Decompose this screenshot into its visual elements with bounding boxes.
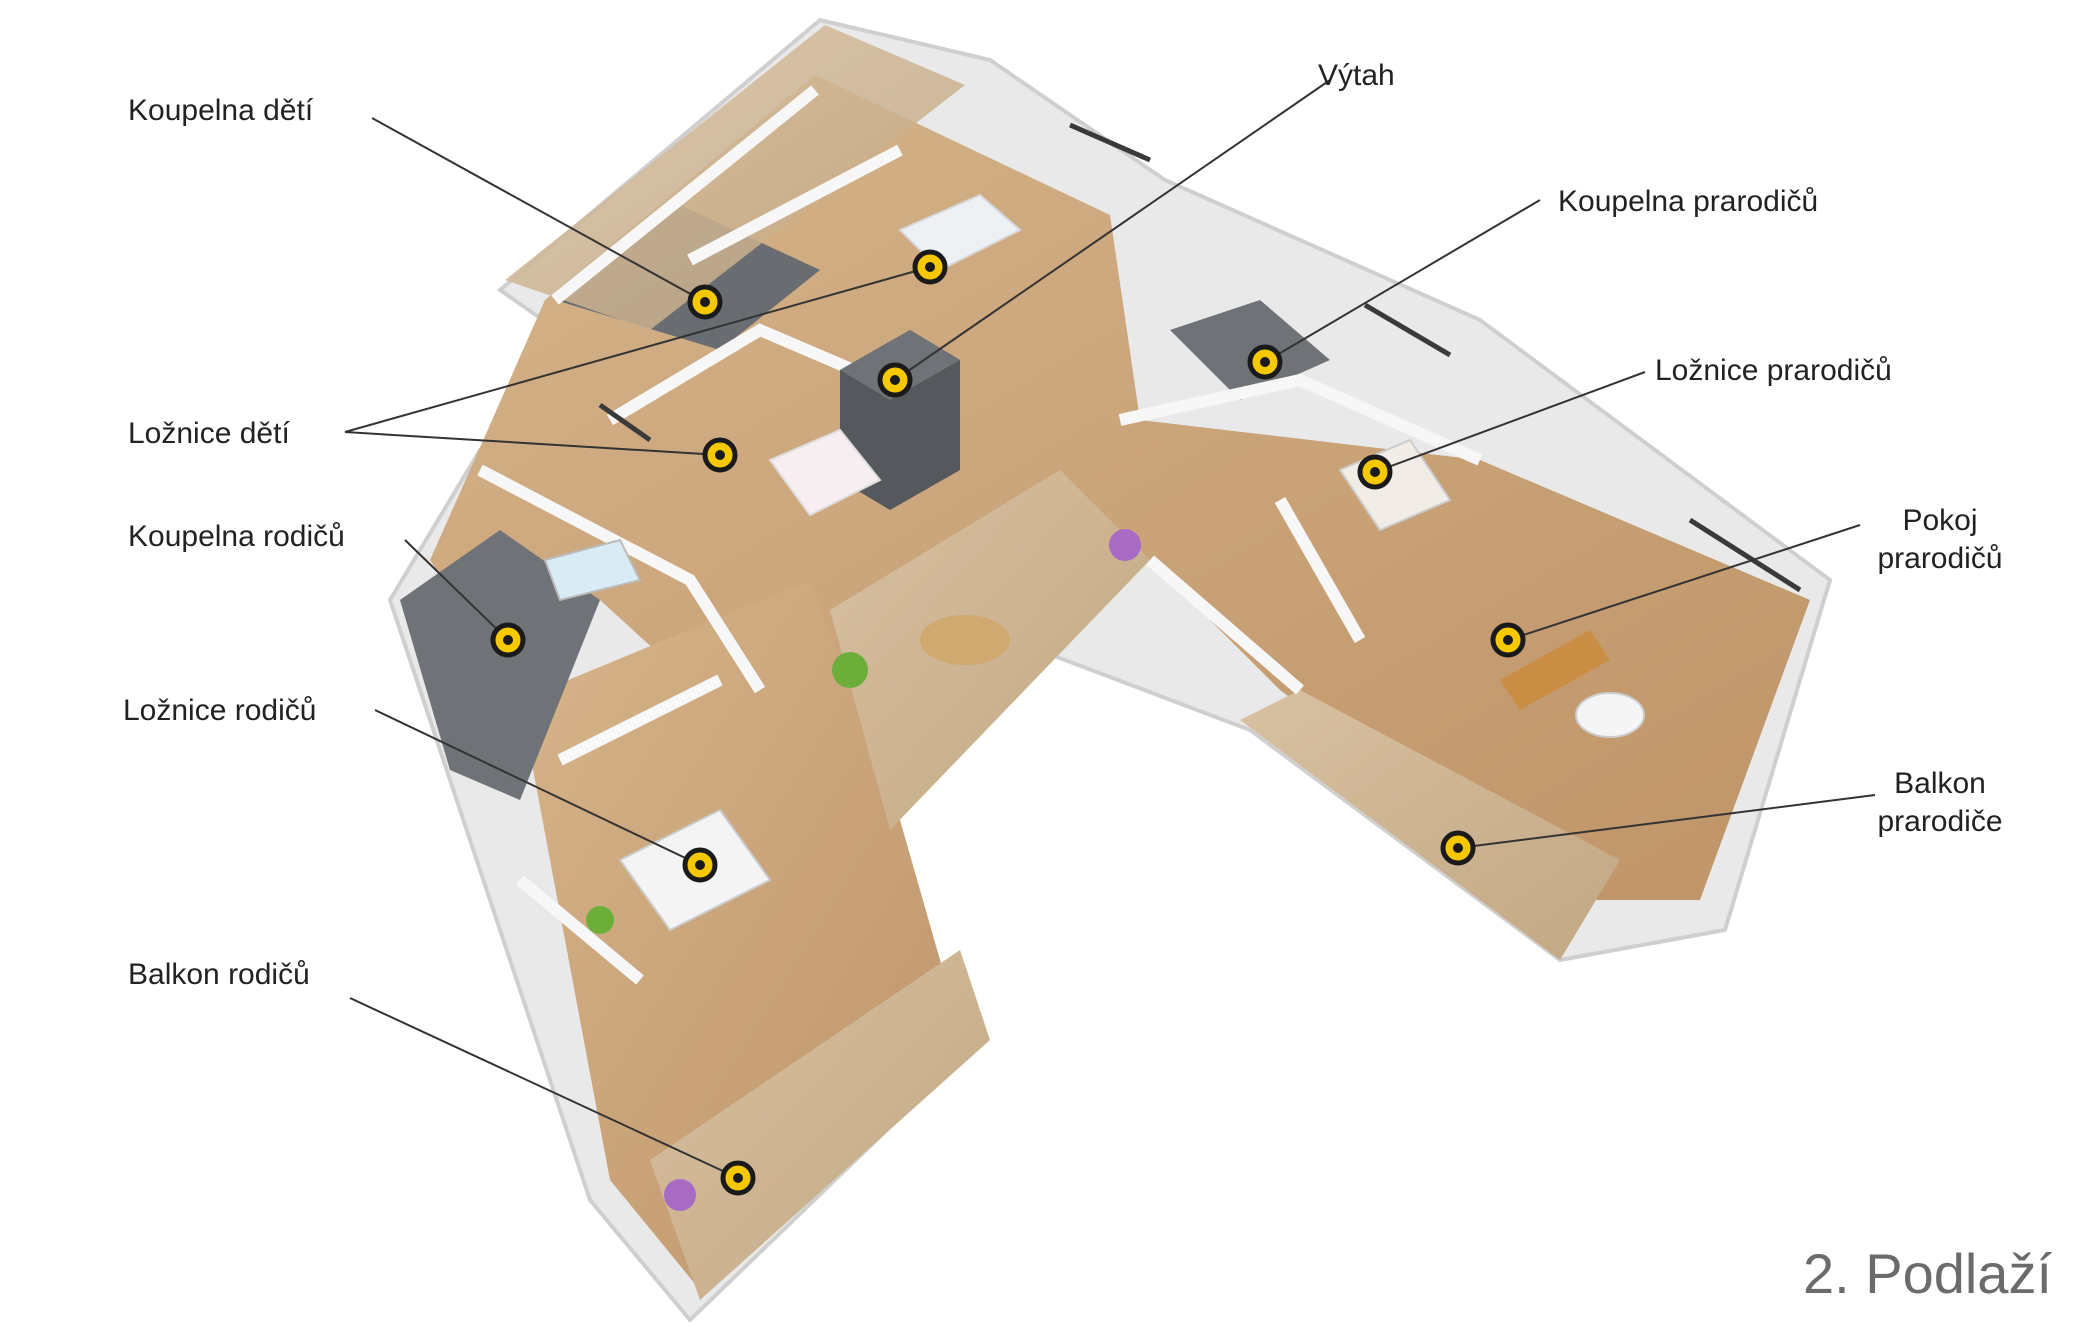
label-koupelna-deti: Koupelna dětí (128, 94, 314, 127)
label-balkon-rodicu: Balkon rodičů (128, 958, 310, 991)
label-koupelna-prarodicu: Koupelna prarodičů (1558, 185, 1819, 218)
room-markers (490, 249, 1526, 1196)
leader-koupelna-prarodicu (1264, 199, 1541, 363)
leader-vytah (894, 79, 1331, 381)
marker-koupelna-rodicu (490, 622, 526, 658)
balkon-prarodice-deck (1240, 690, 1620, 960)
floor-title: 2. Podlaží (1802, 1242, 2052, 1305)
label-vytah: Výtah (1318, 59, 1395, 92)
bathtub-rodicu (543, 538, 642, 602)
plant-4 (586, 906, 614, 934)
marker-balkon-prarodice (1440, 830, 1476, 866)
label-balkon-prarodice-line1: Balkon (1894, 767, 1986, 800)
leader-loznice-rodicu (374, 709, 701, 866)
leader-balkon-prarodice (1457, 794, 1876, 849)
label-loznice-deti: Ložnice dětí (128, 417, 290, 450)
table-prarodicu (1575, 692, 1645, 738)
marker-pokoj-prarodicu (1490, 622, 1526, 658)
label-koupelna-rodicu: Koupelna rodičů (128, 520, 345, 553)
marker-koupelna-prarodicu (1247, 344, 1283, 380)
label-pokoj-prarodicu: Pokoj prarodičů (1860, 502, 2020, 578)
plant-2 (832, 652, 868, 688)
leader-lines (344, 79, 1876, 1179)
label-balkon-prarodice-line2: prarodiče (1877, 805, 2003, 838)
leader-koupelna-deti (371, 117, 706, 303)
leader-koupelna-rodicu (404, 539, 509, 641)
marker-vytah (877, 362, 913, 398)
label-loznice-rodicu: Ložnice rodičů (123, 694, 317, 727)
leader-loznice-deti-b (344, 431, 721, 456)
marker-loznice-prarodicu (1357, 454, 1393, 490)
marker-balkon-rodicu (720, 1160, 756, 1196)
koupelna-rodicu-floor (400, 530, 600, 800)
marker-loznice-rodicu (682, 847, 718, 883)
leader-loznice-prarodicu (1374, 371, 1646, 473)
interior-walls (477, 85, 1483, 985)
windows (598, 122, 1802, 593)
table-center (920, 615, 1010, 665)
label-pokoj-prarodicu-line2: prarodičů (1877, 542, 2003, 575)
label-balkon-prarodice: Balkon prarodiče (1860, 765, 2020, 841)
sofa-prarodicu (1500, 630, 1610, 710)
label-loznice-prarodicu: Ložnice prarodičů (1655, 354, 1892, 387)
leader-pokoj-prarodicu (1507, 524, 1861, 641)
plant-1 (1109, 529, 1141, 561)
marker-loznice-deti-1 (912, 249, 948, 285)
leader-loznice-deti-a (344, 266, 931, 433)
leader-balkon-rodicu (349, 997, 739, 1179)
marker-loznice-deti-2 (702, 437, 738, 473)
balkon-rodicu-deck (650, 950, 990, 1300)
koupelna-prarodicu-floor (1170, 300, 1330, 400)
bed-deti-2 (768, 428, 882, 517)
marker-koupelna-deti (687, 284, 723, 320)
plant-3 (664, 1179, 696, 1211)
label-pokoj-prarodicu-line1: Pokoj (1902, 504, 1978, 537)
